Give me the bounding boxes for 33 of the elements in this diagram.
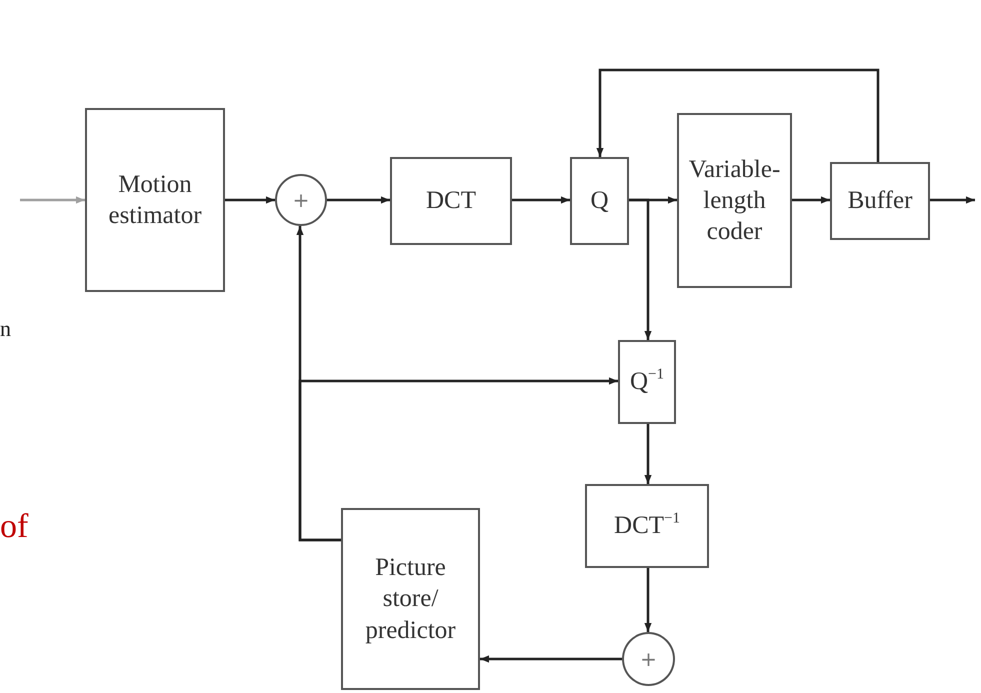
process-box — [570, 157, 629, 245]
arrow — [298, 377, 618, 542]
arrow — [20, 196, 85, 204]
arrow — [327, 196, 390, 204]
process-box — [390, 157, 512, 245]
process-box — [341, 508, 480, 690]
block-label: Motion estimator — [107, 170, 203, 231]
block-label: Variable-length coder — [688, 154, 782, 248]
text-fragment: of — [0, 508, 28, 546]
arrow — [480, 655, 622, 663]
arrow — [225, 196, 275, 204]
text-fragment: n — [0, 316, 11, 342]
arrow — [512, 196, 570, 204]
summing-junction — [275, 174, 327, 226]
process-box — [618, 340, 676, 424]
block-label: Q$^{−1}$ — [630, 366, 664, 398]
arrow — [629, 198, 652, 340]
block-label: DCT$^{−1}$ — [614, 510, 680, 542]
arrow — [596, 68, 880, 162]
process-box — [677, 113, 792, 288]
arrow — [644, 568, 652, 632]
block-label: Buffer — [848, 186, 912, 216]
block-label: Q — [590, 186, 609, 216]
plus-sign: + — [640, 646, 657, 672]
arrow — [792, 196, 830, 204]
plus-sign: + — [292, 188, 310, 212]
block-label: Picture store/ predictor — [364, 553, 457, 646]
arrow — [644, 424, 652, 484]
process-box — [585, 484, 709, 568]
process-box — [85, 108, 225, 292]
arrow — [930, 196, 975, 204]
block-label: DCT — [426, 186, 476, 216]
process-box — [830, 162, 930, 240]
